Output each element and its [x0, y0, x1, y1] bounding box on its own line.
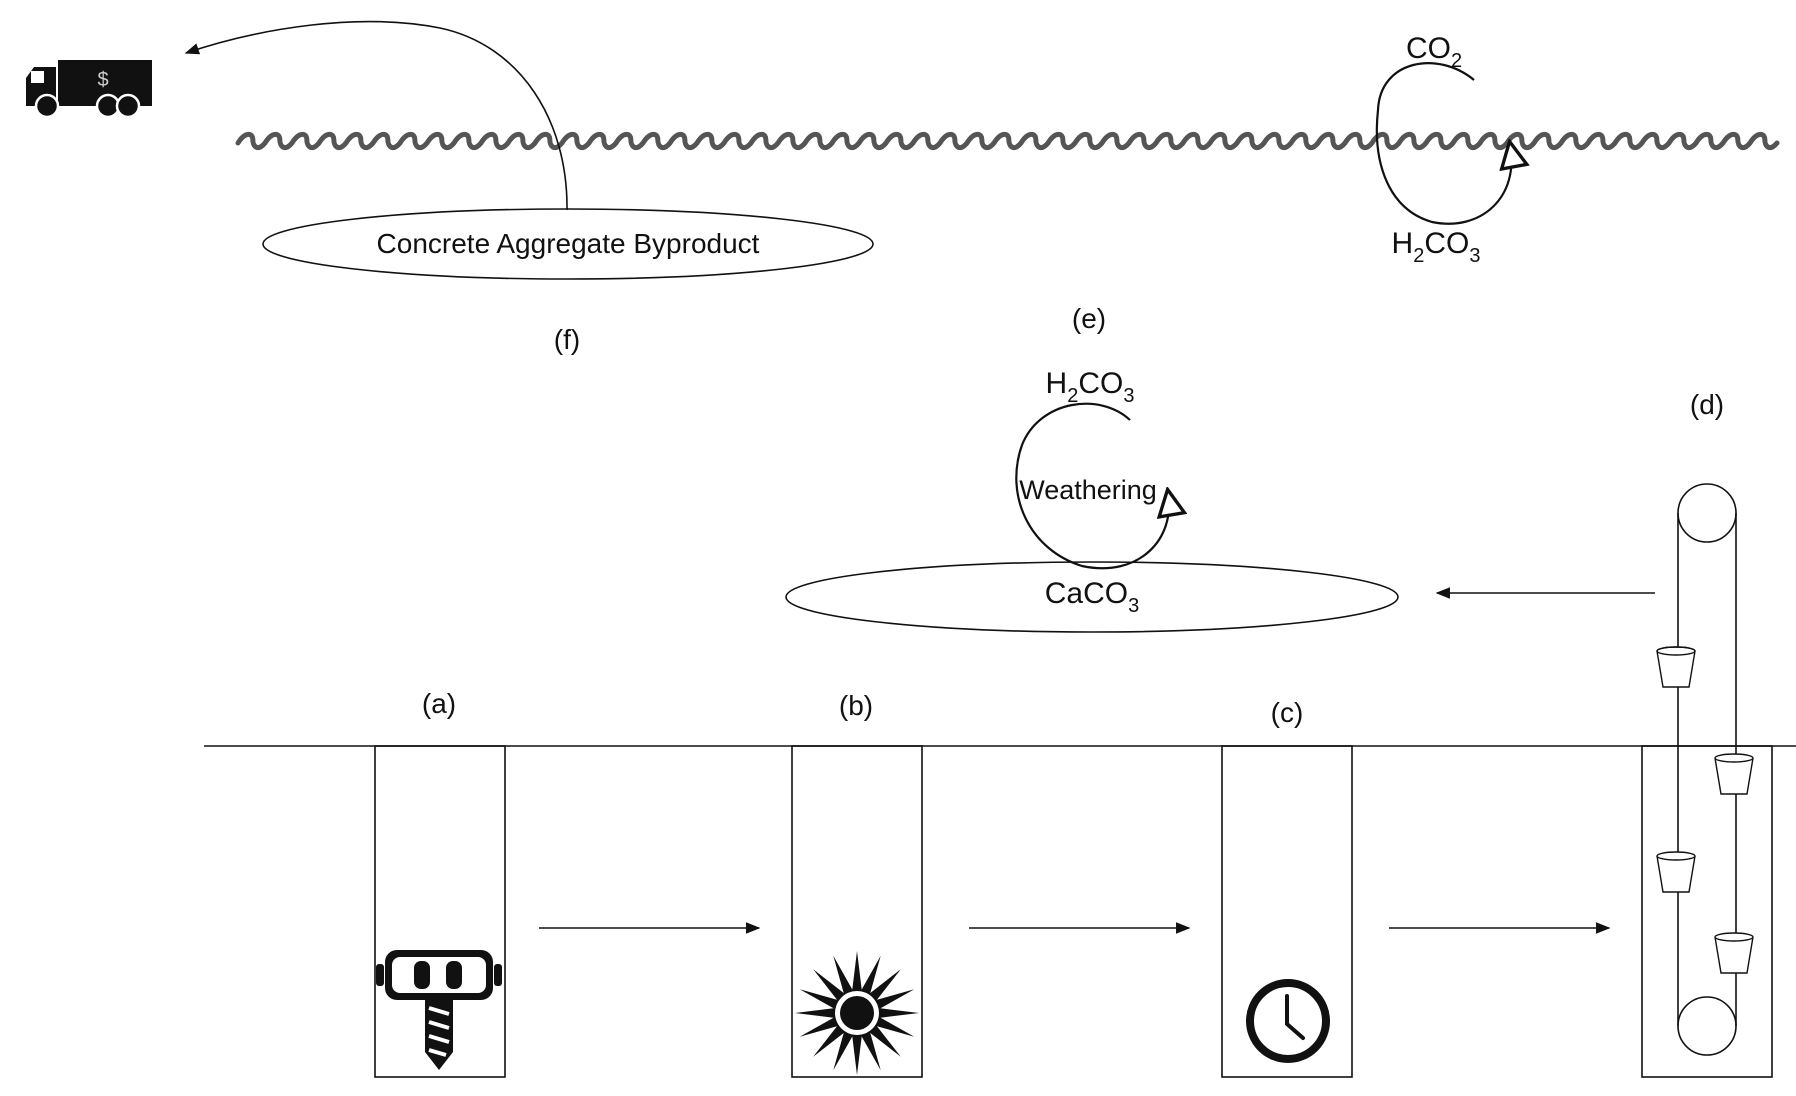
weathering-cycle: H2CO3 Weathering — [1015, 367, 1169, 570]
ocean-co2-cycle: CO2 H2CO3 — [1375, 32, 1512, 267]
caco3-label: CaCO3 — [1045, 577, 1139, 617]
label-f: (f) — [554, 324, 580, 355]
borehole-a — [374, 745, 506, 1078]
bucket-elevator-icon — [1656, 483, 1754, 1056]
label-a: (a) — [422, 688, 456, 719]
elevator-bucket — [1656, 646, 1696, 688]
explosion-icon — [795, 951, 919, 1075]
truck-dollar-sign: $ — [97, 69, 108, 91]
borehole-c — [1221, 745, 1353, 1078]
drill-icon — [376, 950, 502, 1070]
byproduct-node: Concrete Aggregate Byproduct — [262, 208, 874, 280]
ocean-surface-wave — [235, 131, 1780, 151]
elevator-bucket — [1656, 851, 1696, 893]
carbonic-acid-label-ocean: H2CO3 — [1392, 227, 1481, 267]
label-e: (e) — [1072, 303, 1106, 334]
elevator-bucket — [1714, 753, 1754, 795]
label-c: (c) — [1271, 697, 1304, 728]
label-d: (d) — [1690, 389, 1724, 420]
byproduct-label: Concrete Aggregate Byproduct — [377, 228, 760, 259]
elevator-bucket — [1714, 932, 1754, 974]
caco3-node: CaCO3 — [785, 561, 1399, 633]
clock-icon — [1246, 979, 1330, 1063]
weathering-label: Weathering — [1019, 475, 1157, 505]
weathering-cycle-arrow — [1015, 402, 1169, 570]
label-b: (b) — [839, 690, 873, 721]
ocean-cycle-arrow — [1375, 62, 1512, 225]
byproduct-to-truck-arrow — [184, 20, 568, 211]
carbonic-acid-label-weathering: H2CO3 — [1046, 367, 1135, 407]
borehole-d — [1641, 745, 1773, 1078]
co2-label: CO2 — [1406, 32, 1462, 72]
borehole-b — [791, 745, 923, 1078]
money-truck-icon: $ — [26, 60, 152, 119]
